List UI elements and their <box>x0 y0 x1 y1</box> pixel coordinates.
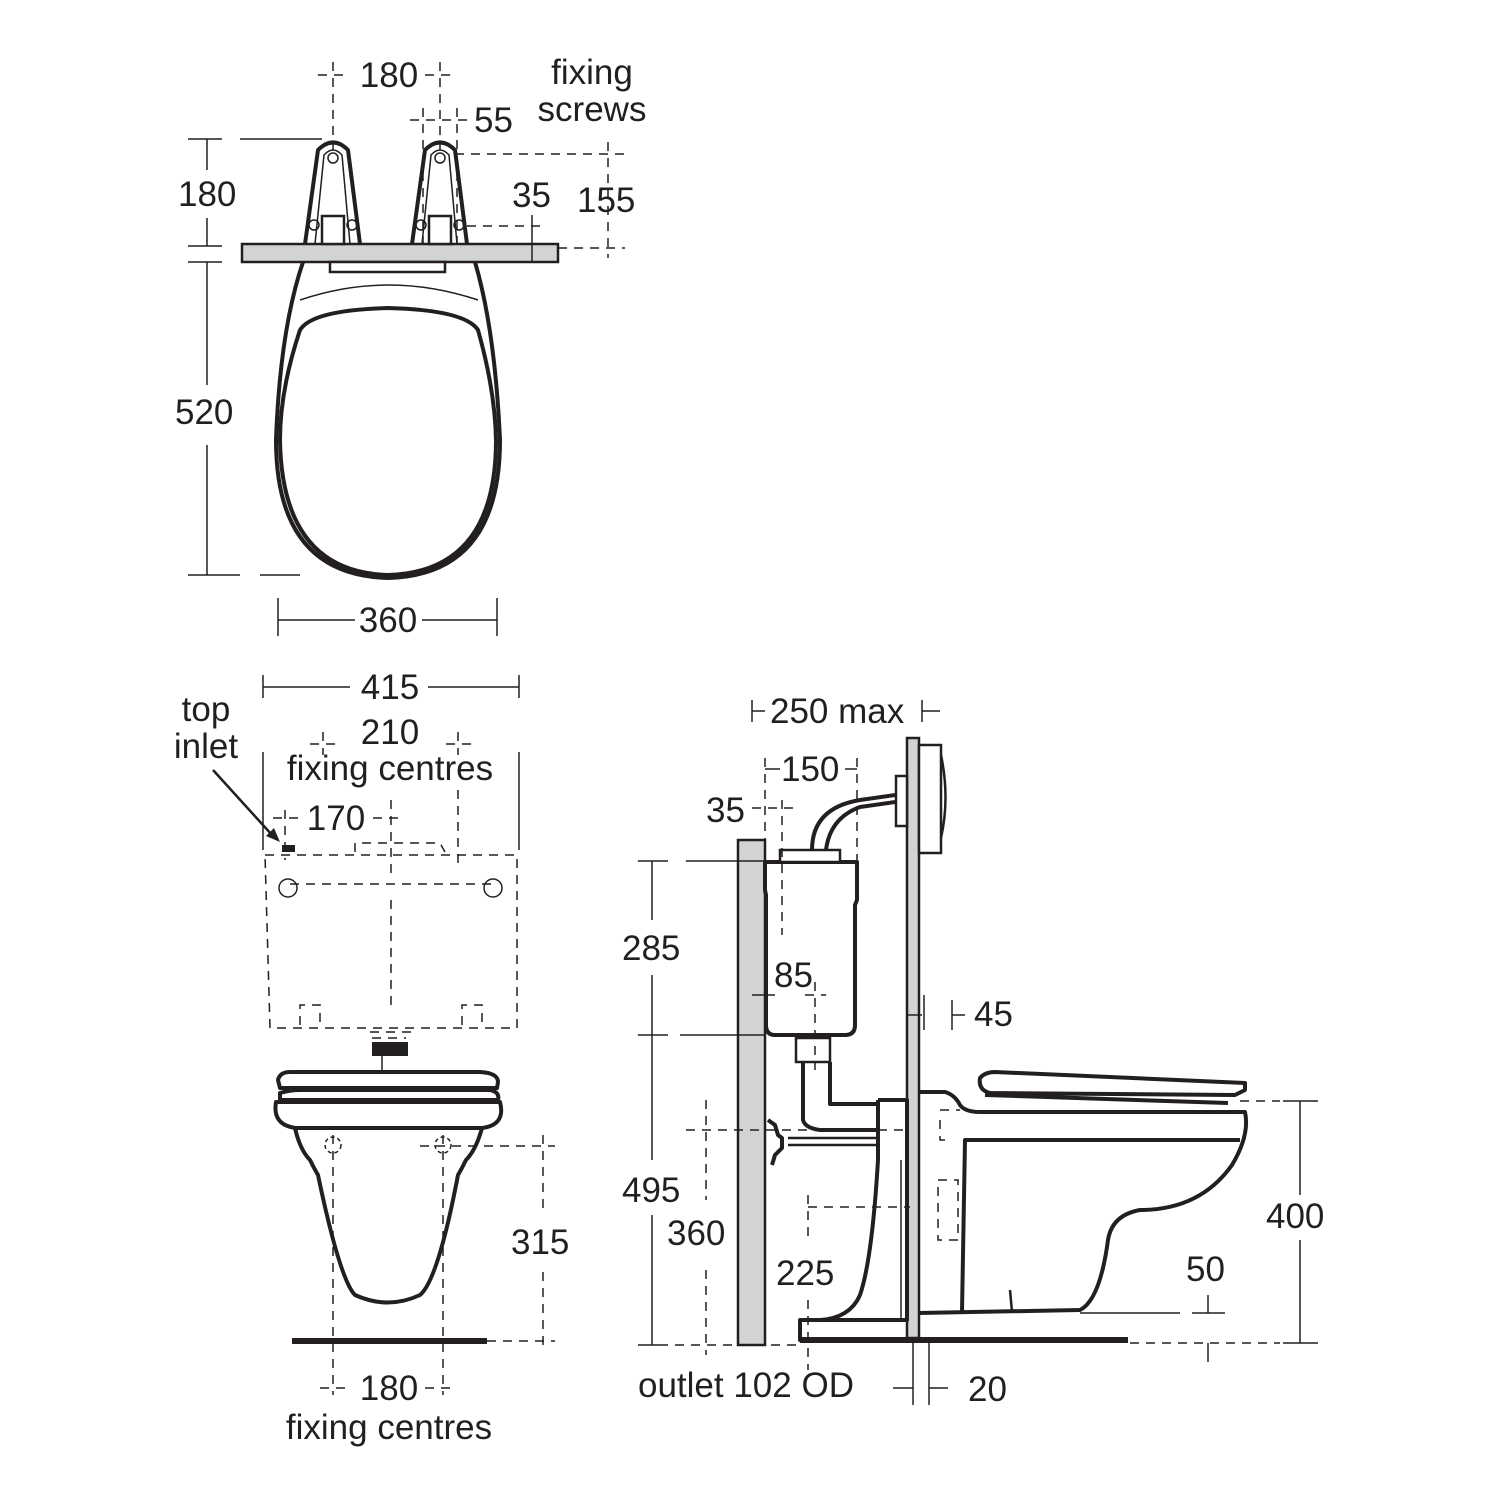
seat-plan-outline <box>278 306 498 577</box>
front-view <box>212 675 555 1395</box>
dim-width: 360 <box>358 601 418 640</box>
dim-cistern-width: 415 <box>360 668 420 707</box>
dim-bracket-offset: 55 <box>474 101 513 140</box>
dim-cistern-base-height: 495 <box>622 1171 681 1210</box>
label-fixing-screws-2: screws <box>537 90 647 129</box>
bracket-left <box>303 140 362 246</box>
dim-rim-height: 400 <box>1266 1197 1325 1236</box>
dim-bracket-centres: 180 <box>359 56 419 95</box>
dim-inlet-offset: 170 <box>306 799 366 838</box>
dim-fixing-height: 360 <box>667 1214 726 1253</box>
label-top-inlet-1: top <box>181 690 231 729</box>
front-lid <box>276 1070 500 1090</box>
dim-bracket-height: 180 <box>178 175 237 214</box>
dim-cistern-fixing: 210 <box>360 713 420 752</box>
plan-view <box>188 62 625 636</box>
dim-cistern-depth: 150 <box>781 750 840 789</box>
label-pan-fixing: fixing centres <box>285 1408 493 1447</box>
cistern-outline <box>264 854 518 1029</box>
label-outlet: outlet 102 OD <box>638 1366 854 1405</box>
dim-screw-to-wall: 35 <box>512 176 551 215</box>
label-fixing-screws-1: fixing <box>551 53 633 92</box>
dim-cistern-height: 285 <box>622 929 681 968</box>
dim-pan-base-gap: 50 <box>1186 1250 1225 1289</box>
label-cistern-fixing: fixing centres <box>286 749 494 788</box>
label-top-inlet-2: inlet <box>173 727 239 766</box>
dim-inlet-from-wall: 35 <box>706 791 745 830</box>
dim-projection: 520 <box>175 393 234 432</box>
side-seat <box>977 1070 1247 1097</box>
dim-outlet-height: 225 <box>776 1254 835 1293</box>
pan-plan-outline <box>274 261 502 580</box>
dim-pan-fixing: 180 <box>359 1369 419 1408</box>
dim-outlet-from-wall: 85 <box>774 956 813 995</box>
side-wall <box>736 838 767 1347</box>
side-cistern <box>763 860 859 1037</box>
dim-max-depth: 250 max <box>770 692 905 731</box>
dim-screw-height: 155 <box>577 181 636 220</box>
dim-panel: 20 <box>968 1370 1007 1409</box>
side-pan-outline <box>918 1090 1249 1315</box>
plan-wall <box>240 242 560 264</box>
bracket-right <box>410 140 469 246</box>
side-view <box>638 700 1318 1405</box>
front-pan-outline <box>293 1127 484 1305</box>
dim-flush-plate: 45 <box>974 995 1013 1034</box>
dim-pan-fixing-height: 315 <box>511 1223 570 1262</box>
